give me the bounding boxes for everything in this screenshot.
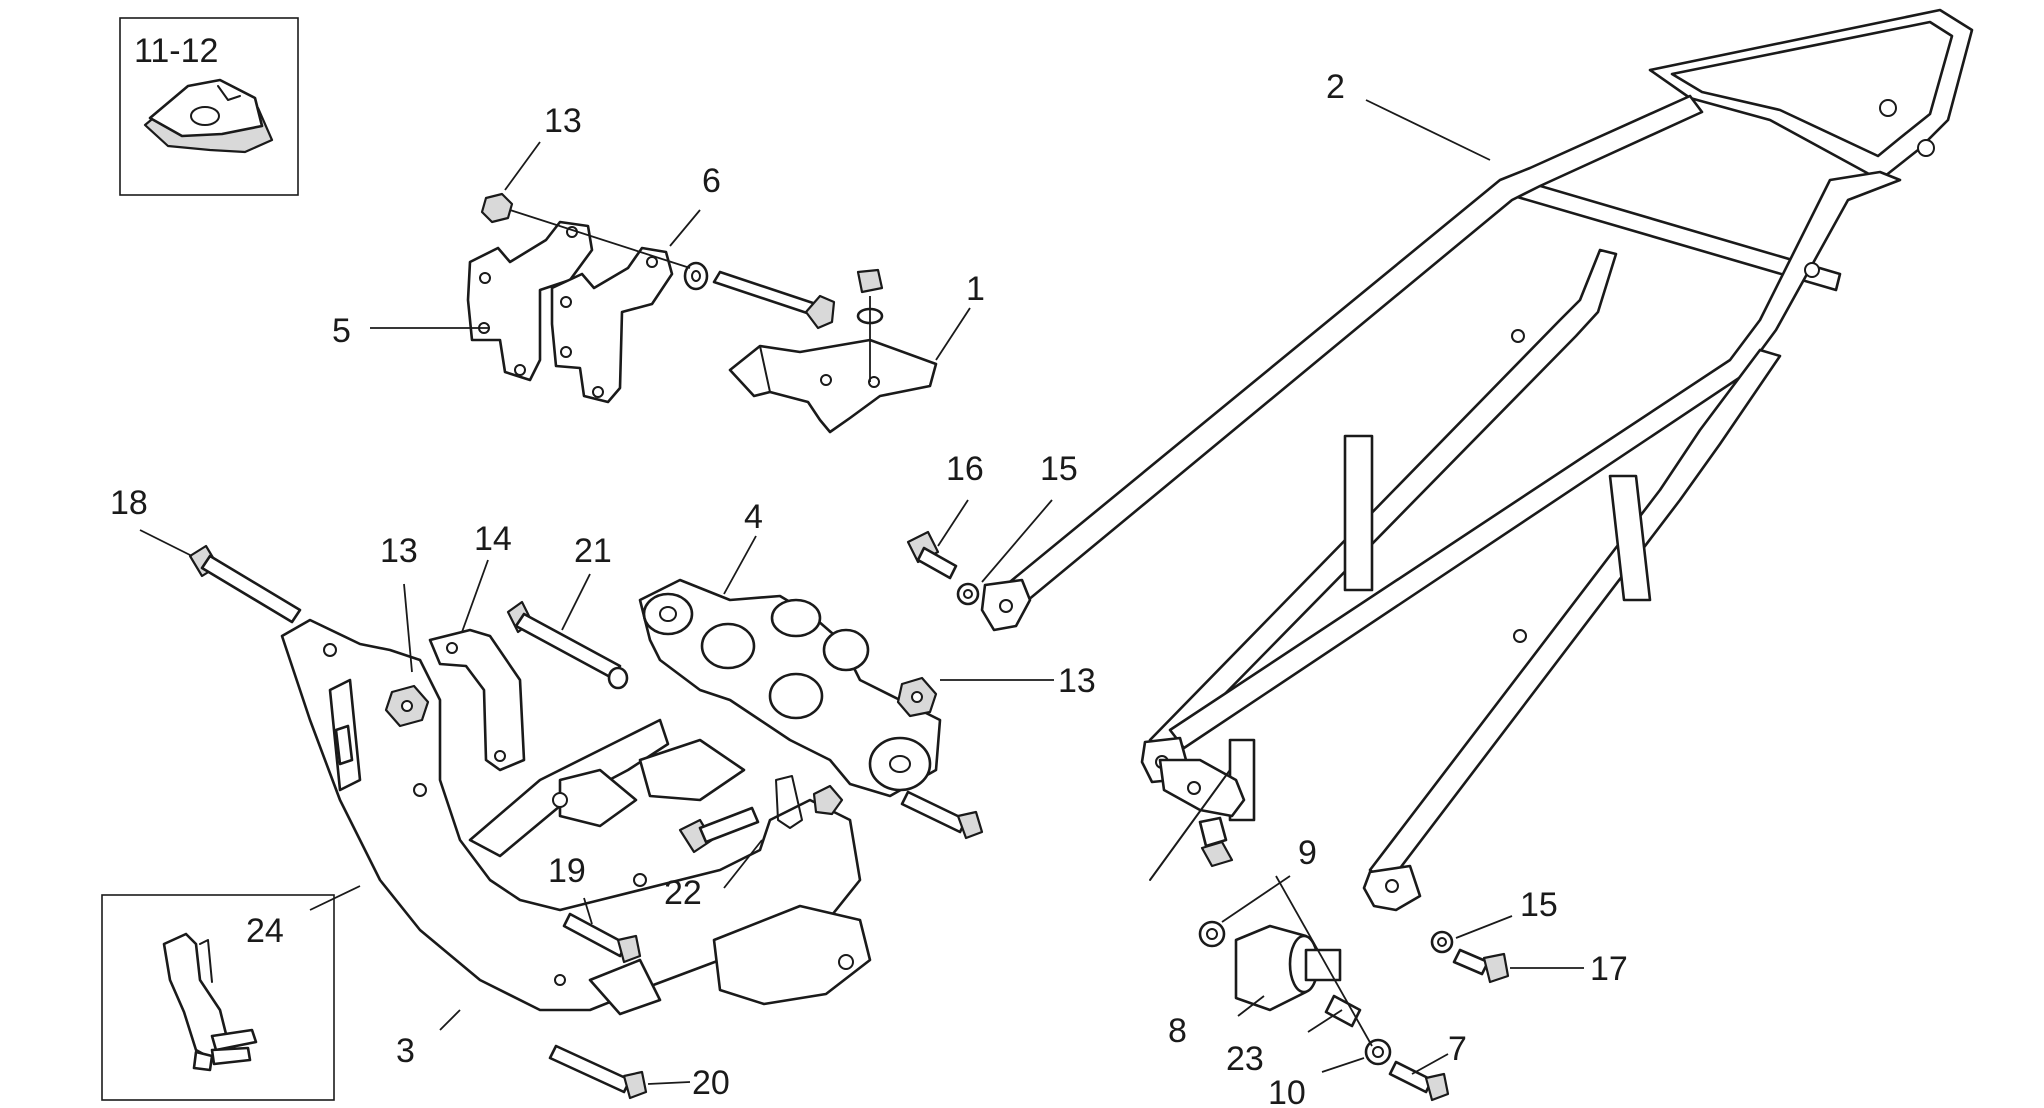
callout-17: 17 <box>1590 950 1628 988</box>
bushing-assembly <box>1198 875 1450 1102</box>
callout-16: 16 <box>946 450 984 488</box>
callout-2: 2 <box>1326 68 1345 106</box>
small-bracket-14 <box>428 628 526 772</box>
callout-7: 7 <box>1448 1030 1467 1068</box>
nut-13-left <box>384 684 430 728</box>
bolt-21 <box>506 600 629 690</box>
callout-11-12: 11-12 <box>134 32 218 70</box>
callout-13-right: 13 <box>1058 662 1096 700</box>
callout-22: 22 <box>664 874 702 912</box>
callout-10: 10 <box>1268 1074 1306 1108</box>
callout-8: 8 <box>1168 1012 1187 1050</box>
callout-6: 6 <box>702 162 721 200</box>
callout-9: 9 <box>1298 834 1317 872</box>
rear-subframe-2 <box>980 8 1974 912</box>
inset-box-clip-nut <box>119 17 299 196</box>
callout-23: 23 <box>1226 1040 1264 1078</box>
callout-15-top: 15 <box>1040 450 1078 488</box>
callout-labels: 11-12 13 6 5 1 2 18 13 14 21 4 16 15 13 … <box>110 32 1628 1108</box>
bracket-plates-5-6 <box>466 192 836 404</box>
hinge-bracket-4 <box>638 578 942 798</box>
callout-13-top: 13 <box>544 102 582 140</box>
mounting-plate-1 <box>728 268 938 434</box>
rear-bracket-assembly <box>1149 758 1246 881</box>
callout-13-left: 13 <box>380 532 418 570</box>
bolt-18 <box>188 544 302 624</box>
callout-20: 20 <box>692 1064 730 1102</box>
nut-13-right <box>896 676 938 718</box>
callout-21: 21 <box>574 532 612 570</box>
bolt-20 <box>548 1044 648 1100</box>
footrest-bracket-3 <box>280 618 872 1016</box>
washer-15-bolt-17 <box>1430 930 1510 984</box>
callout-18: 18 <box>110 484 148 522</box>
callout-3: 3 <box>396 1032 415 1070</box>
callout-1: 1 <box>966 270 985 308</box>
bolt-19 <box>562 912 642 964</box>
callout-24: 24 <box>246 912 284 950</box>
callout-15-bottom: 15 <box>1520 886 1558 924</box>
callout-19: 19 <box>548 852 586 890</box>
callout-5: 5 <box>332 312 351 350</box>
callout-14: 14 <box>474 520 512 558</box>
clip-22 <box>678 775 984 854</box>
inset-box-cable-clip <box>101 894 335 1101</box>
bolt-16-washer-15 <box>906 530 980 606</box>
leader-lines <box>139 99 1584 1085</box>
callout-4: 4 <box>744 498 763 536</box>
